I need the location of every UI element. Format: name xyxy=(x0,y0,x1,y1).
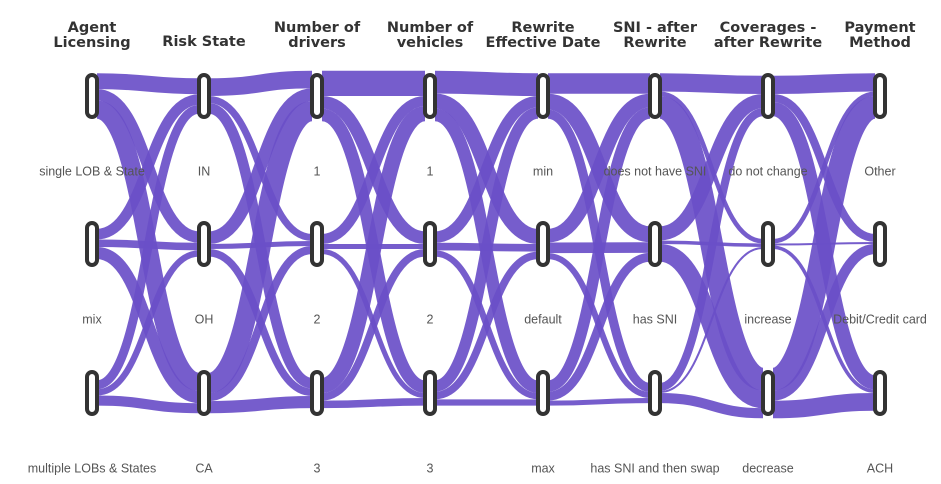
flow-6-2-0 xyxy=(770,96,878,391)
node-1-2[interactable] xyxy=(197,370,211,416)
category-label-5-1: has SNI xyxy=(633,312,677,326)
node-3-1[interactable] xyxy=(423,221,437,267)
category-labels: single LOB & State mix multiple LOBs & Sta… xyxy=(28,164,927,475)
node-1-0[interactable] xyxy=(197,73,211,119)
category-label-1-1: OH xyxy=(195,312,214,326)
flow-6-0-0 xyxy=(772,73,876,94)
node-2-0[interactable] xyxy=(310,73,324,119)
flow-1-2-0 xyxy=(206,101,315,393)
category-label-2-2: 3 xyxy=(314,461,321,475)
flow-0-2-2 xyxy=(96,395,200,414)
flow-0-2-1 xyxy=(96,250,200,396)
node-5-2[interactable] xyxy=(648,370,662,416)
category-label-6-2: decrease xyxy=(742,461,793,475)
flow-2-2-1 xyxy=(321,249,426,401)
flow-5-2-2 xyxy=(659,393,764,419)
node-4-2[interactable] xyxy=(536,370,550,416)
flow-2-2-2 xyxy=(321,398,426,409)
category-label-3-1: 2 xyxy=(427,312,434,326)
flow-4-2-0 xyxy=(546,107,652,392)
flow-4-2-1 xyxy=(547,252,651,401)
node-4-1[interactable] xyxy=(536,221,550,267)
flow-layer xyxy=(94,70,878,419)
node-0-2[interactable] xyxy=(85,370,99,416)
category-label-7-1: Debit/Credit card xyxy=(833,312,927,326)
flow-4-1-0 xyxy=(546,93,652,243)
flow-1-2-1 xyxy=(208,246,313,402)
node-6-1[interactable] xyxy=(761,221,775,267)
node-6-2[interactable] xyxy=(761,370,775,416)
column-title-6: Coverages -after Rewrite xyxy=(714,20,823,51)
flow-1-0-0 xyxy=(208,70,313,96)
category-label-0-1: mix xyxy=(82,312,102,326)
flow-1-1-0 xyxy=(208,88,313,244)
flow-5-0-0 xyxy=(659,73,764,94)
category-label-7-2: ACH xyxy=(867,461,893,475)
node-3-0[interactable] xyxy=(423,73,437,119)
category-label-1-2: CA xyxy=(195,461,213,475)
node-5-0[interactable] xyxy=(648,73,662,119)
node-7-1[interactable] xyxy=(873,221,887,267)
flow-0-2-0 xyxy=(95,104,201,390)
category-label-6-1: increase xyxy=(744,312,791,326)
flow-1-2-2 xyxy=(208,396,313,414)
node-5-1[interactable] xyxy=(648,221,662,267)
flow-0-1-0 xyxy=(96,94,200,240)
category-label-3-0: 1 xyxy=(427,164,434,178)
flow-4-2-2 xyxy=(547,398,651,406)
flow-3-0-0 xyxy=(434,70,539,96)
category-label-6-0: do not change xyxy=(728,164,807,178)
node-4-0[interactable] xyxy=(536,73,550,119)
category-label-2-1: 2 xyxy=(314,312,321,326)
node-3-2[interactable] xyxy=(423,370,437,416)
flow-2-1-0 xyxy=(321,96,426,244)
flow-2-2-0 xyxy=(320,106,427,393)
category-label-4-0: min xyxy=(533,164,553,178)
category-label-5-2: has SNI and then swap xyxy=(590,461,719,475)
category-label-4-1: default xyxy=(524,312,562,326)
node-2-1[interactable] xyxy=(310,221,324,267)
flow-5-1-0 xyxy=(658,93,765,241)
node-0-0[interactable] xyxy=(85,73,99,119)
flow-5-2-0 xyxy=(659,108,764,391)
category-label-5-0: does not have SNI xyxy=(604,164,707,178)
category-label-1-0: IN xyxy=(198,164,211,178)
category-label-0-0: single LOB & State xyxy=(39,164,145,178)
category-label-0-2: multiple LOBs & States xyxy=(28,461,157,475)
node-2-2[interactable] xyxy=(310,370,324,416)
flow-0-0-0 xyxy=(96,73,200,95)
flow-3-2-1 xyxy=(434,251,539,400)
flow-3-1-0 xyxy=(434,96,539,243)
category-label-3-2: 3 xyxy=(427,461,434,475)
column-title-1: Risk State xyxy=(162,34,246,50)
category-label-7-0: Other xyxy=(864,164,895,178)
category-label-4-2: max xyxy=(531,461,555,475)
flow-6-2-1 xyxy=(772,244,876,401)
flow-3-2-0 xyxy=(433,107,540,392)
flow-6-1-0 xyxy=(772,91,876,244)
node-0-1[interactable] xyxy=(85,221,99,267)
flow-5-2-1 xyxy=(659,247,764,393)
node-7-2[interactable] xyxy=(873,370,887,416)
node-1-1[interactable] xyxy=(197,221,211,267)
flow-6-2-2 xyxy=(772,393,876,419)
node-6-0[interactable] xyxy=(761,73,775,119)
node-7-0[interactable] xyxy=(873,73,887,119)
node-layer xyxy=(85,73,887,416)
flow-5-1-2 xyxy=(658,244,765,409)
category-label-2-0: 1 xyxy=(314,164,321,178)
